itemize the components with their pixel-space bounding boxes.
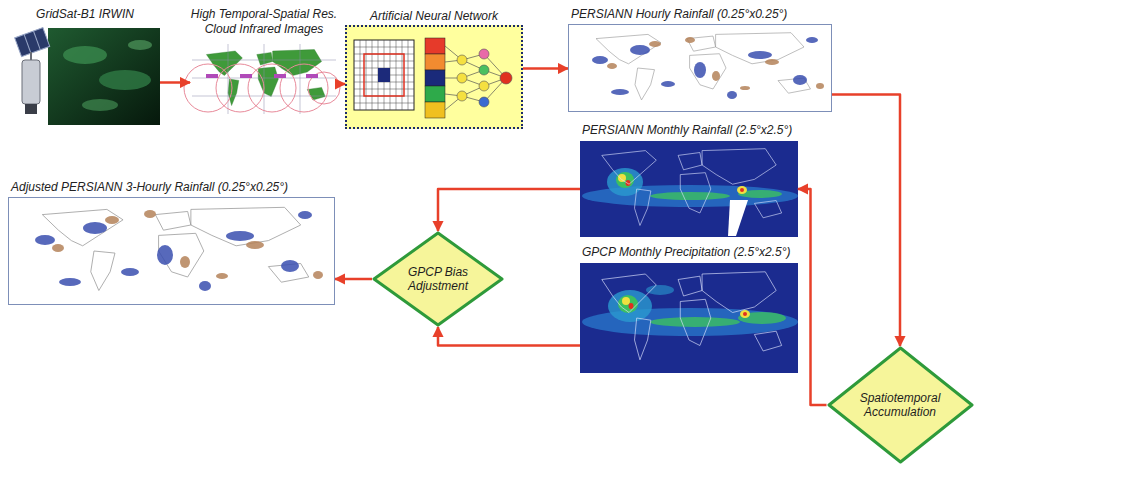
satellite-image: GridSat-B1 IRWIN [10,25,160,125]
panel-heading: GPCP Monthly Precipitation (2.5°x2.5°) [582,245,791,260]
decision-diamond: Spatiotemporal Accumulation [827,346,974,464]
flow-arrow [832,94,900,346]
map-panel: PERSIANN Monthly Rainfall (2.5°x2.5°) [580,141,798,237]
hourly-rain-map [568,24,832,112]
map-panel: GPCP Monthly Precipitation (2.5°x2.5°) [580,263,798,373]
cloud-image: High Temporal-Spatial Res. Cloud Infrare… [190,40,338,128]
monthly-rain-map [580,141,798,237]
panel-heading: PERSIANN Monthly Rainfall (2.5°x2.5°) [582,123,792,138]
satellite-illustration [15,28,160,125]
panel-heading: GridSat-B1 IRWIN [5,7,165,22]
flow-arrow [338,83,345,86]
panel-heading: Artificial Neural Network [339,9,529,24]
map-panel: PERSIANN Hourly Rainfall (0.25°x0.25°) [568,24,832,112]
panel-heading: PERSIANN Hourly Rainfall (0.25°x0.25°) [571,7,787,22]
diamond-shape [829,348,972,462]
panel-heading: High Temporal-Spatial Res. Cloud Infrare… [179,7,349,37]
flow-arrow [438,327,580,346]
flow-arrow [438,189,580,231]
diamond-label: Spatiotemporal Accumulation [854,391,946,419]
gpcp-monthly-map [580,263,798,373]
diamond-label: GPCP Bias Adjustment [402,265,474,293]
flow-arrow [523,67,568,70]
diamond-shape [374,233,502,325]
panel-heading: Adjusted PERSIANN 3-Hourly Rainfall (0.2… [11,180,288,195]
map-panel: Adjusted PERSIANN 3-Hourly Rainfall (0.2… [8,197,335,305]
adjusted-rain-map [8,197,335,305]
decision-diamond: GPCP Bias Adjustment [372,231,504,327]
flow-arrow [160,81,190,84]
flow-arrow [798,189,827,405]
neural-network-illustration [345,25,523,129]
flow-arrow [335,278,372,281]
world-grid-illustration [184,40,340,128]
neural-network-box: Artificial Neural Network [345,25,523,129]
